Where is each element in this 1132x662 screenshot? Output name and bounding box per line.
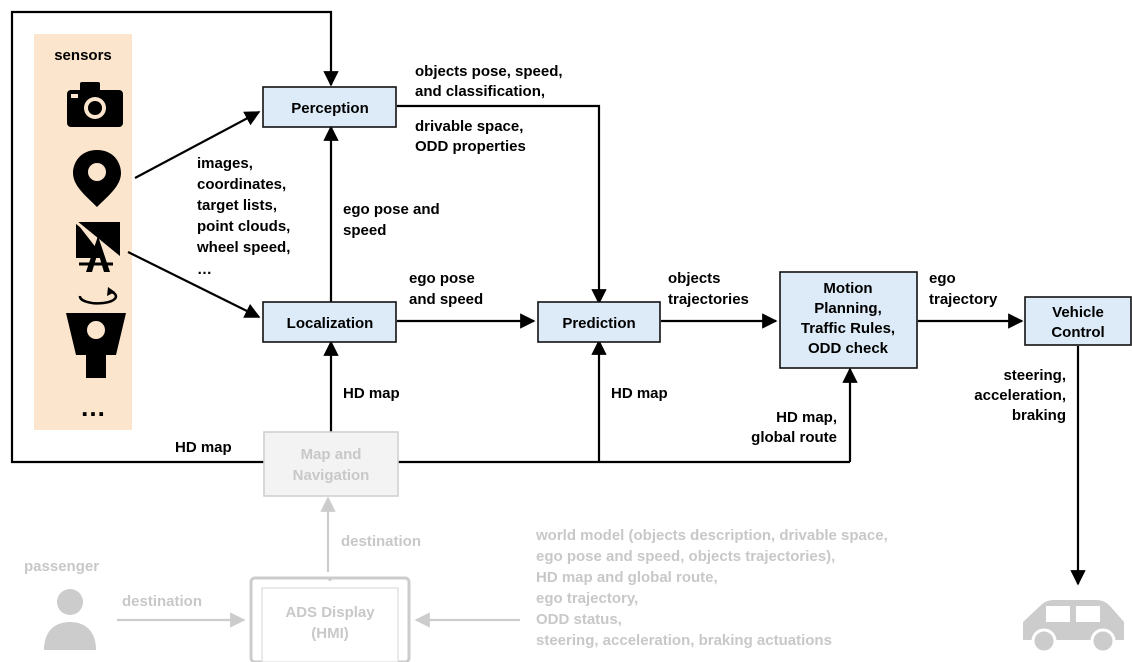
objects-traj-line-2: trajectories — [668, 291, 749, 308]
wheel-speed-sensor-icon — [66, 287, 126, 378]
ego-pose-up-line-2: speed — [343, 222, 386, 239]
motion-label-4: ODD check — [808, 340, 889, 357]
perception-label: Perception — [291, 100, 369, 117]
ego-pose-up-line-1: ego pose and — [343, 201, 440, 218]
destination-up-label: destination — [341, 533, 421, 550]
ads-display-label-1: ADS Display — [285, 604, 375, 621]
perception-out-line-4: ODD properties — [415, 138, 526, 155]
map-nav-label-1: Map and — [301, 446, 362, 463]
ego-pose-right-label: ego pose and speed — [409, 270, 483, 308]
sensors-to-perception-arrow — [134, 111, 261, 179]
sensors-title: sensors — [54, 47, 112, 64]
location-pin-icon — [73, 150, 121, 207]
passenger-icon — [44, 589, 96, 650]
sensors-to-localization-arrow — [127, 251, 261, 318]
objects-traj-line-1: objects — [668, 270, 721, 287]
ego-pose-right-line-1: ego pose — [409, 270, 475, 287]
localization-node: Localization — [262, 301, 397, 343]
sensor-data-line-3: target lists, — [197, 197, 277, 214]
radar-icon — [75, 220, 121, 272]
world-model-line-4: ego trajectory, — [536, 590, 638, 607]
hd-map-loop-to-perception — [10, 10, 339, 464]
ads-display-label-2: (HMI) — [311, 625, 349, 642]
world-model-label: world model (objects description, drivab… — [535, 527, 888, 649]
map-nav-label-2: Navigation — [293, 467, 370, 484]
sensor-data-line-5: wheel speed, — [196, 239, 290, 256]
hd-map-localization-label: HD map — [343, 385, 400, 402]
motion-label-2: Planning, — [814, 300, 882, 317]
hd-map-motion-line-2: global route — [751, 429, 837, 446]
destination-right-label: destination — [122, 593, 202, 610]
vehicle-label-1: Vehicle — [1052, 304, 1104, 321]
perception-output-label: objects pose, speed, and classification,… — [415, 63, 563, 155]
perception-out-line-2: and classification, — [415, 83, 545, 100]
ego-traj-line-2: trajectory — [929, 291, 998, 308]
prediction-node: Prediction — [537, 301, 661, 343]
camera-icon — [67, 82, 123, 127]
vehicle-label-2: Control — [1051, 324, 1104, 341]
perception-to-prediction-arrow — [397, 104, 607, 305]
sensor-data-label: images, coordinates, target lists, point… — [196, 155, 290, 278]
objects-trajectories-label: objects trajectories — [668, 270, 749, 308]
motion-planning-node: Motion Planning, Traffic Rules, ODD chec… — [779, 271, 918, 369]
perception-node: Perception — [262, 86, 397, 128]
map-navigation-node: Map and Navigation — [263, 431, 399, 497]
hd-map-prediction-label: HD map — [611, 385, 668, 402]
motion-label-1: Motion — [823, 280, 872, 297]
actuation-line-1: steering, — [1003, 367, 1066, 384]
perception-out-line-1: objects pose, speed, — [415, 63, 563, 80]
world-model-line-5: ODD status, — [536, 611, 622, 628]
hd-map-left-label: HD map — [175, 439, 232, 456]
prediction-label: Prediction — [562, 315, 635, 332]
car-icon — [1023, 600, 1124, 654]
passenger-label: passenger — [24, 558, 99, 575]
ego-pose-up-label: ego pose and speed — [343, 201, 440, 239]
world-model-line-2: ego pose and speed, objects trajectories… — [536, 548, 835, 565]
sensor-data-line-1: images, — [197, 155, 253, 172]
ego-trajectory-label: ego trajectory — [929, 270, 998, 308]
vehicle-control-node: Vehicle Control — [1024, 296, 1132, 346]
sensor-data-line-4: point clouds, — [197, 218, 290, 235]
hd-map-motion-line-1: HD map, — [776, 409, 837, 426]
ego-traj-line-1: ego — [929, 270, 956, 287]
sensor-data-line-2: coordinates, — [197, 176, 286, 193]
localization-label: Localization — [287, 315, 374, 332]
sensors-more: … — [80, 392, 106, 422]
actuation-line-3: braking — [1012, 407, 1066, 424]
sensor-data-line-6: … — [197, 261, 212, 278]
ego-pose-right-line-2: and speed — [409, 291, 483, 308]
motion-label-3: Traffic Rules, — [801, 320, 895, 337]
perception-out-line-3: drivable space, — [415, 118, 523, 135]
world-model-line-3: HD map and global route, — [536, 569, 718, 586]
actuation-label: steering, acceleration, braking — [974, 367, 1066, 424]
actuation-line-2: acceleration, — [974, 387, 1066, 404]
world-model-line-1: world model (objects description, drivab… — [535, 527, 888, 544]
hd-map-motion-label: HD map, global route — [751, 409, 837, 446]
ads-display-node: ADS Display (HMI) — [249, 576, 411, 662]
world-model-line-6: steering, acceleration, braking actuatio… — [536, 632, 832, 649]
